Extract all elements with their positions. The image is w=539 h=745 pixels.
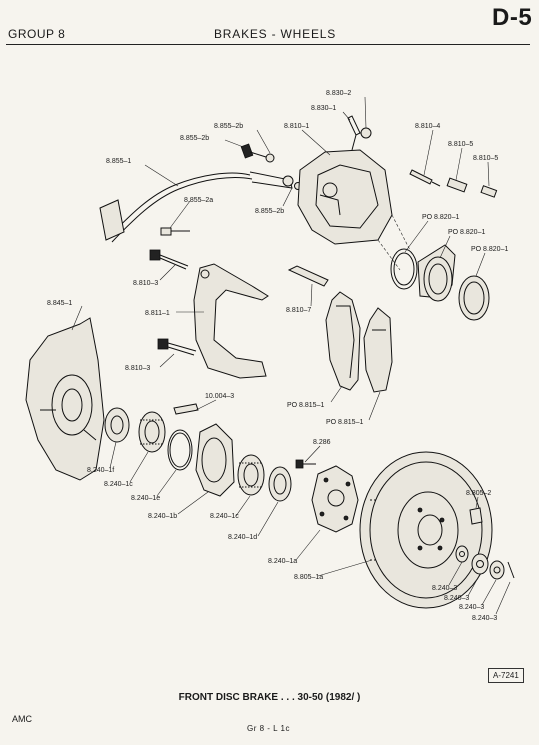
rotor-dust-cap bbox=[469, 507, 483, 525]
callout-8-240-1c-left: 8.240–1c bbox=[104, 481, 133, 488]
inner-brake-pad bbox=[325, 291, 361, 391]
hub-adapter bbox=[311, 465, 359, 533]
callout-8-240-1d: 8.240–1d bbox=[228, 534, 257, 541]
anchor-plate bbox=[193, 263, 269, 379]
callout-po-8-820-1-piston: PO 8.820–1 bbox=[448, 229, 485, 236]
cotter-pin bbox=[507, 561, 515, 579]
callout-8-810-3-lower: 8.810–3 bbox=[125, 365, 150, 372]
brake-rotor bbox=[359, 451, 493, 609]
callout-8-810-5-right: 8.810–5 bbox=[473, 155, 498, 162]
caliper-mount-bolt-lower bbox=[157, 338, 197, 356]
callout-8-855-2b-mid: 8.855–2b bbox=[180, 135, 209, 142]
figure-caption: FRONT DISC BRAKE . . . 30-50 (1982/ ) bbox=[178, 692, 361, 703]
callout-8-240-1f: 8.240–1f bbox=[87, 467, 114, 474]
inner-bearing bbox=[138, 411, 166, 453]
section-code: D-5 bbox=[492, 4, 533, 31]
callout-po-8-820-1-seal: PO 8.820–1 bbox=[422, 214, 459, 221]
callout-8-240-3-washer: 8.240–3 bbox=[432, 585, 457, 592]
callout-po-8-820-1-boot: PO 8.820–1 bbox=[471, 246, 508, 253]
banjo-bolt bbox=[240, 143, 302, 190]
callout-8-805-2: 8.805–2 bbox=[466, 490, 491, 497]
piston-dust-boot bbox=[458, 275, 490, 321]
spindle-washer bbox=[455, 545, 469, 563]
outer-bearing-cup bbox=[268, 466, 292, 502]
brake-hose bbox=[99, 171, 293, 243]
splash-shield bbox=[25, 317, 105, 481]
callout-po-8-815-1-inner: PO 8.815–1 bbox=[287, 402, 324, 409]
callout-8-240-1a: 8.240–1a bbox=[268, 558, 297, 565]
callout-8-855-2b-lower: 8.855–2b bbox=[255, 208, 284, 215]
support-spring bbox=[287, 265, 329, 287]
callout-10-004-3: 10.004–3 bbox=[205, 393, 234, 400]
piston-seal bbox=[390, 248, 418, 290]
outer-bearing bbox=[237, 454, 265, 496]
grease-seal bbox=[104, 407, 130, 443]
callout-8-811-1: 8.811–1 bbox=[145, 310, 170, 317]
callout-8-240-1c-right: 8.240–1c bbox=[210, 513, 239, 520]
callout-8-240-1e: 8.240–1e bbox=[131, 495, 160, 502]
footer-brand: AMC bbox=[12, 714, 32, 724]
callout-8-810-5-left: 8.810–5 bbox=[448, 141, 473, 148]
caliper-pin bbox=[409, 169, 441, 187]
callout-8-286: 8.286 bbox=[313, 439, 331, 446]
callout-8-240-1b: 8.240–1b bbox=[148, 513, 177, 520]
callout-8-240-3-retainer: 8.240–3 bbox=[459, 604, 484, 611]
outer-brake-pad bbox=[363, 307, 393, 393]
rotor-hub bbox=[195, 423, 235, 497]
caliper-housing bbox=[297, 149, 411, 271]
callout-8-240-3-nut: 8.240–3 bbox=[444, 595, 469, 602]
hose-bracket-bolt bbox=[160, 227, 190, 236]
wheel-stud bbox=[295, 459, 316, 469]
spindle-nut bbox=[471, 553, 489, 575]
callout-8-855-2a: 8.855–2a bbox=[184, 197, 213, 204]
callout-8-810-4: 8.810–4 bbox=[415, 123, 440, 130]
header-divider bbox=[6, 44, 530, 45]
bleeder-screw bbox=[347, 115, 372, 151]
callout-8-830-2: 8.830–2 bbox=[326, 90, 351, 97]
callout-8-810-3-upper: 8.810–3 bbox=[133, 280, 158, 287]
figure-reference: A-7241 bbox=[488, 668, 524, 683]
callout-labels: 8.830–2 8.830–1 8.855–2b 8.855–2b 8.810–… bbox=[47, 90, 508, 622]
callout-8-845-1: 8.845–1 bbox=[47, 300, 72, 307]
callout-8-810-7: 8.810–7 bbox=[286, 307, 311, 314]
callout-8-830-1: 8.830–1 bbox=[311, 105, 336, 112]
callout-po-8-815-1-outer: PO 8.815–1 bbox=[326, 419, 363, 426]
hub-bolt bbox=[173, 403, 199, 415]
inner-bearing-cup bbox=[167, 429, 193, 471]
callout-8-240-3-cotter: 8.240–3 bbox=[472, 615, 497, 622]
callout-8-805-1a: 8.805–1a bbox=[294, 574, 323, 581]
group-heading: GROUP 8 bbox=[8, 27, 66, 41]
callout-8-855-2b-upper: 8.855–2b bbox=[214, 123, 243, 130]
section-title: BRAKES - WHEELS bbox=[214, 27, 337, 41]
callout-8-855-1: 8.855–1 bbox=[106, 158, 131, 165]
leader-lines bbox=[71, 96, 511, 615]
caliper-piston bbox=[417, 244, 456, 302]
callout-8-810-1: 8.810–1 bbox=[284, 123, 309, 130]
nut-retainer bbox=[489, 560, 505, 580]
caliper-mount-bolt-upper bbox=[149, 249, 189, 270]
pin-sleeve bbox=[446, 177, 498, 198]
page-number: Gr 8 - L 1c bbox=[247, 724, 290, 733]
